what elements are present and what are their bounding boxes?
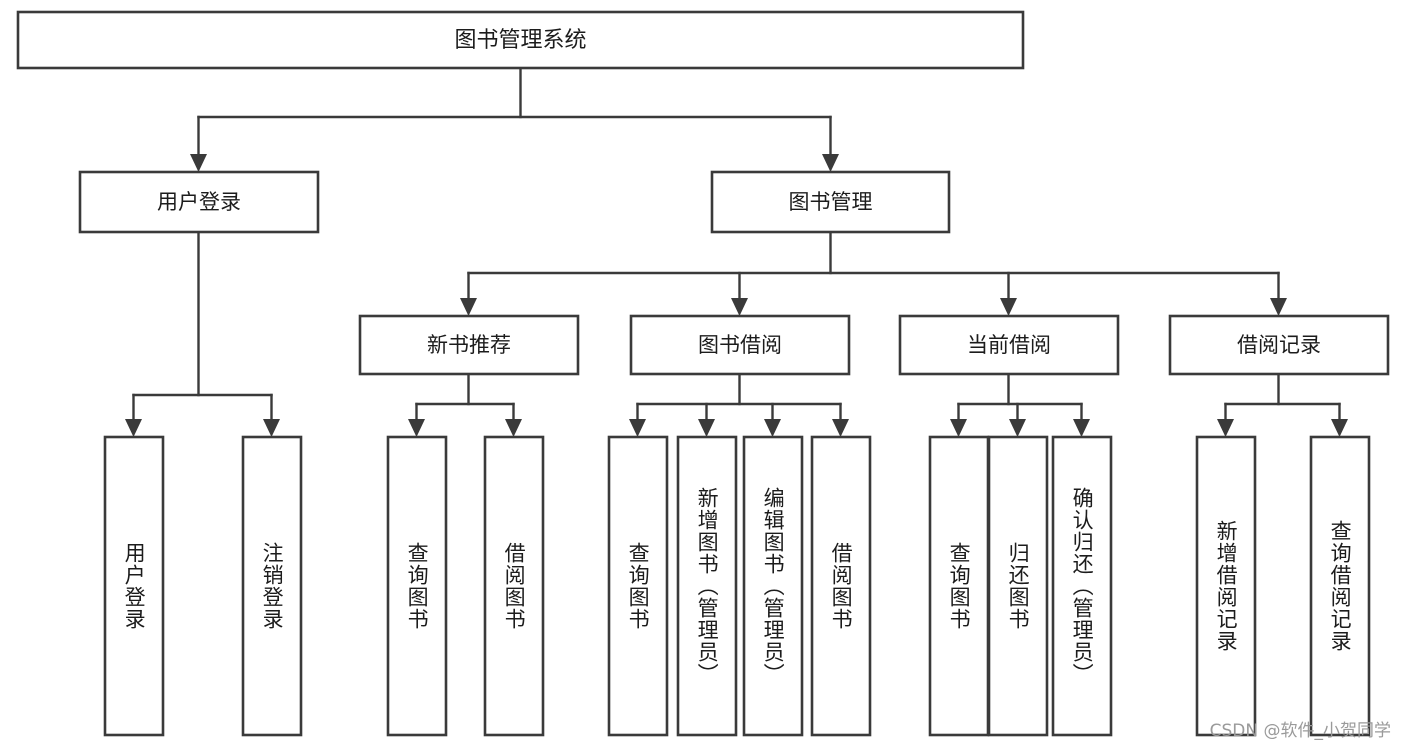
- arrow-to-leaf-query-book-2: [629, 419, 646, 437]
- leaf-query-book-1-box[interactable]: [386, 435, 448, 737]
- leaf-add-book-box[interactable]: [676, 435, 738, 737]
- node-book-borrow-label: 图书借阅: [698, 333, 782, 357]
- arrow-to-current-borrow: [1000, 298, 1017, 316]
- leaf-query-book-2-label: 查询图书: [626, 542, 651, 630]
- leaf-user-login-box[interactable]: [103, 435, 165, 737]
- node-current-borrow-box[interactable]: [898, 314, 1120, 376]
- node-root[interactable]: 图书管理系统: [16, 10, 1025, 70]
- node-book-manage-label: 图书管理: [789, 190, 873, 214]
- leaf-user-login-label: 用户登录: [122, 542, 147, 630]
- arrow-to-leaf-borrow-book-1: [505, 419, 522, 437]
- arrow-to-leaf-add-record: [1217, 419, 1234, 437]
- leaf-query-book-3-box[interactable]: [928, 435, 990, 737]
- arrow-to-leaf-logout-login: [263, 419, 280, 437]
- arrow-to-leaf-return-book: [1009, 419, 1026, 437]
- leaf-query-record-label: 查询借阅记录: [1328, 520, 1353, 652]
- node-user-login-box[interactable]: [78, 170, 320, 234]
- node-borrow-record-label: 借阅记录: [1237, 333, 1321, 357]
- leaf-return-book-box[interactable]: [987, 435, 1049, 737]
- node-root-box[interactable]: [16, 10, 1025, 70]
- arrow-to-leaf-query-book-1: [408, 419, 425, 437]
- connector-group-book-manage: [460, 230, 1287, 316]
- node-borrow-record[interactable]: 借阅记录: [1168, 314, 1390, 376]
- leaf-query-book-3-label: 查询图书: [947, 542, 972, 630]
- arrow-to-leaf-confirm-return: [1073, 419, 1090, 437]
- node-book-manage[interactable]: 图书管理: [710, 170, 951, 234]
- leaf-borrow-book-2-box[interactable]: [810, 435, 872, 737]
- arrow-to-leaf-borrow-book-2: [832, 419, 849, 437]
- leaf-add-book-label: 新增图书（管理员）: [695, 487, 720, 685]
- leaf-edit-book-label: 编辑图书（管理员）: [761, 487, 786, 685]
- leaf-confirm-return-box[interactable]: [1051, 435, 1113, 737]
- node-new-book-recommend-label: 新书推荐: [427, 333, 511, 357]
- node-borrow-record-box[interactable]: [1168, 314, 1390, 376]
- leaf-query-record-box[interactable]: [1309, 435, 1371, 737]
- node-current-borrow[interactable]: 当前借阅: [898, 314, 1120, 376]
- connector-group-borrow-record: [1217, 372, 1348, 437]
- leaf-confirm-return-label: 确认归还（管理员）: [1070, 487, 1095, 685]
- leaf-add-record-label: 新增借阅记录: [1214, 520, 1239, 652]
- leaf-borrow-book-1-label: 借阅图书: [502, 542, 527, 630]
- leaf-logout-login-label: 注销登录: [260, 542, 285, 630]
- leaf-query-book-1-label: 查询图书: [405, 542, 430, 630]
- leaf-return-book-label: 归还图书: [1006, 542, 1031, 630]
- node-book-borrow[interactable]: 图书借阅: [629, 314, 851, 376]
- connector-group-current-borrow: [950, 372, 1090, 437]
- arrow-to-book-borrow: [731, 298, 748, 316]
- node-new-book-recommend-box[interactable]: [358, 314, 580, 376]
- arrow-to-leaf-query-book-3: [950, 419, 967, 437]
- arrow-to-leaf-user-login: [125, 419, 142, 437]
- connector-group-book-borrow: [629, 372, 849, 437]
- leaf-borrow-book-1-box[interactable]: [483, 435, 545, 737]
- arrow-to-leaf-add-book: [698, 419, 715, 437]
- arrow-to-book-manage: [822, 154, 839, 172]
- arrow-to-user-login: [190, 154, 207, 172]
- arrow-to-leaf-edit-book: [764, 419, 781, 437]
- node-user-login[interactable]: 用户登录: [78, 170, 320, 234]
- connector-group-new-book-recommend: [408, 372, 522, 437]
- leaf-logout-login-box[interactable]: [241, 435, 303, 737]
- node-book-manage-box[interactable]: [710, 170, 951, 234]
- leaf-add-record-box[interactable]: [1195, 435, 1257, 737]
- leaf-edit-book-box[interactable]: [742, 435, 804, 737]
- arrow-to-borrow-record: [1270, 298, 1287, 316]
- leaf-boxes: [103, 435, 1371, 737]
- node-user-login-label: 用户登录: [157, 190, 241, 214]
- leaf-query-book-2-box[interactable]: [607, 435, 669, 737]
- node-root-label: 图书管理系统: [454, 28, 586, 53]
- arrow-to-leaf-query-record: [1331, 419, 1348, 437]
- node-new-book-recommend[interactable]: 新书推荐: [358, 314, 580, 376]
- arrow-to-new-book-recommend: [460, 298, 477, 316]
- node-current-borrow-label: 当前借阅: [967, 333, 1051, 357]
- leaf-borrow-book-2-label: 借阅图书: [829, 542, 854, 630]
- connector-group-root: [190, 66, 839, 172]
- connector-group-user-login: [125, 230, 280, 437]
- node-book-borrow-box[interactable]: [629, 314, 851, 376]
